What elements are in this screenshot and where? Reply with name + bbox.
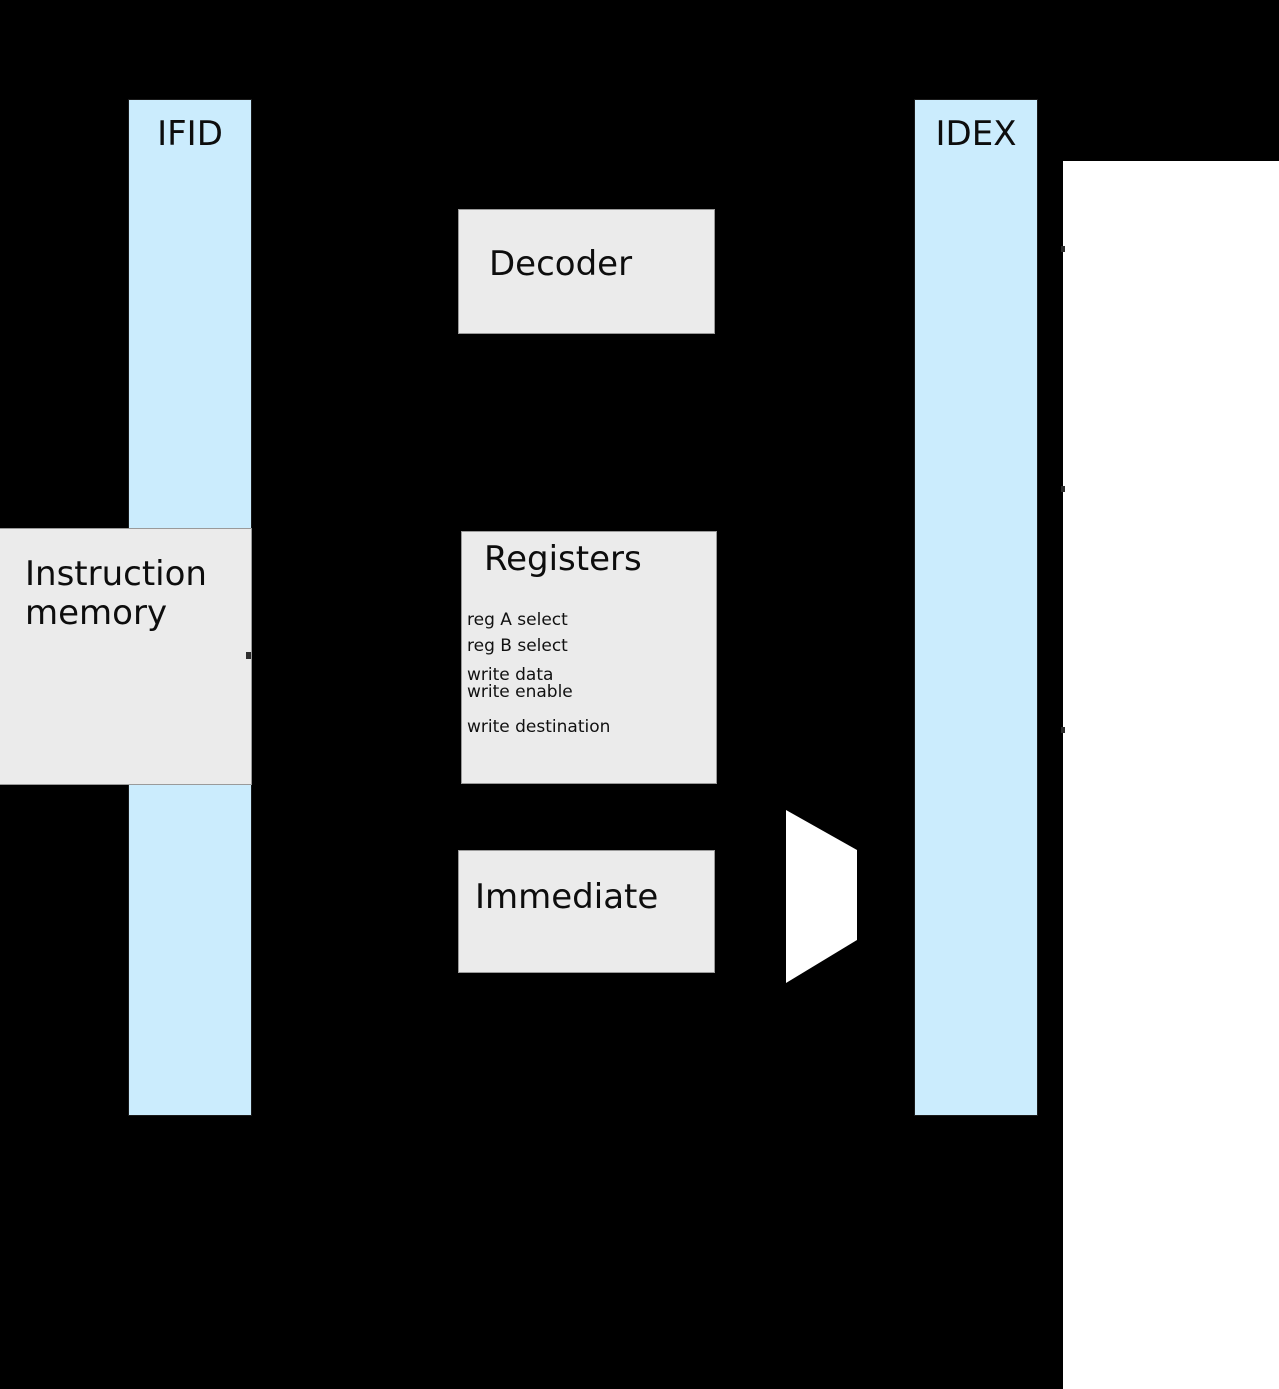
registers-port-write-data: write data: [467, 665, 554, 685]
unit-registers-label: Registers: [484, 539, 642, 579]
registers-port-write-enable: write enable: [467, 682, 573, 702]
unit-registers[interactable]: Registers reg A select reg B select writ…: [461, 531, 717, 784]
unit-decoder-label: Decoder: [489, 244, 633, 284]
pipeline-register-idex-label: IDEX: [935, 114, 1017, 154]
registers-port-reg-b-select: reg B select: [467, 636, 568, 656]
operand-multiplexer[interactable]: [784, 806, 860, 988]
panel-tick-3: [1061, 727, 1065, 733]
registers-port-reg-a-select: reg A select: [467, 610, 568, 630]
registers-port-write-destination: write destination: [467, 717, 611, 737]
right-white-panel: [1061, 161, 1279, 1389]
panel-tick-2: [1061, 486, 1065, 492]
registers-port-list: reg A select reg B select write data wri…: [467, 612, 707, 736]
unit-immediate-label: Immediate: [475, 877, 659, 917]
unit-decoder[interactable]: Decoder: [458, 209, 715, 334]
instruction-memory-port-tick: [246, 652, 251, 659]
unit-instruction-memory[interactable]: Instruction memory: [0, 528, 252, 785]
pipeline-register-ifid-label: IFID: [157, 114, 223, 154]
unit-immediate[interactable]: Immediate: [458, 850, 715, 973]
panel-tick-1: [1061, 246, 1065, 252]
unit-instruction-memory-label: Instruction memory: [25, 554, 207, 634]
pipeline-register-idex[interactable]: IDEX: [914, 99, 1038, 1116]
